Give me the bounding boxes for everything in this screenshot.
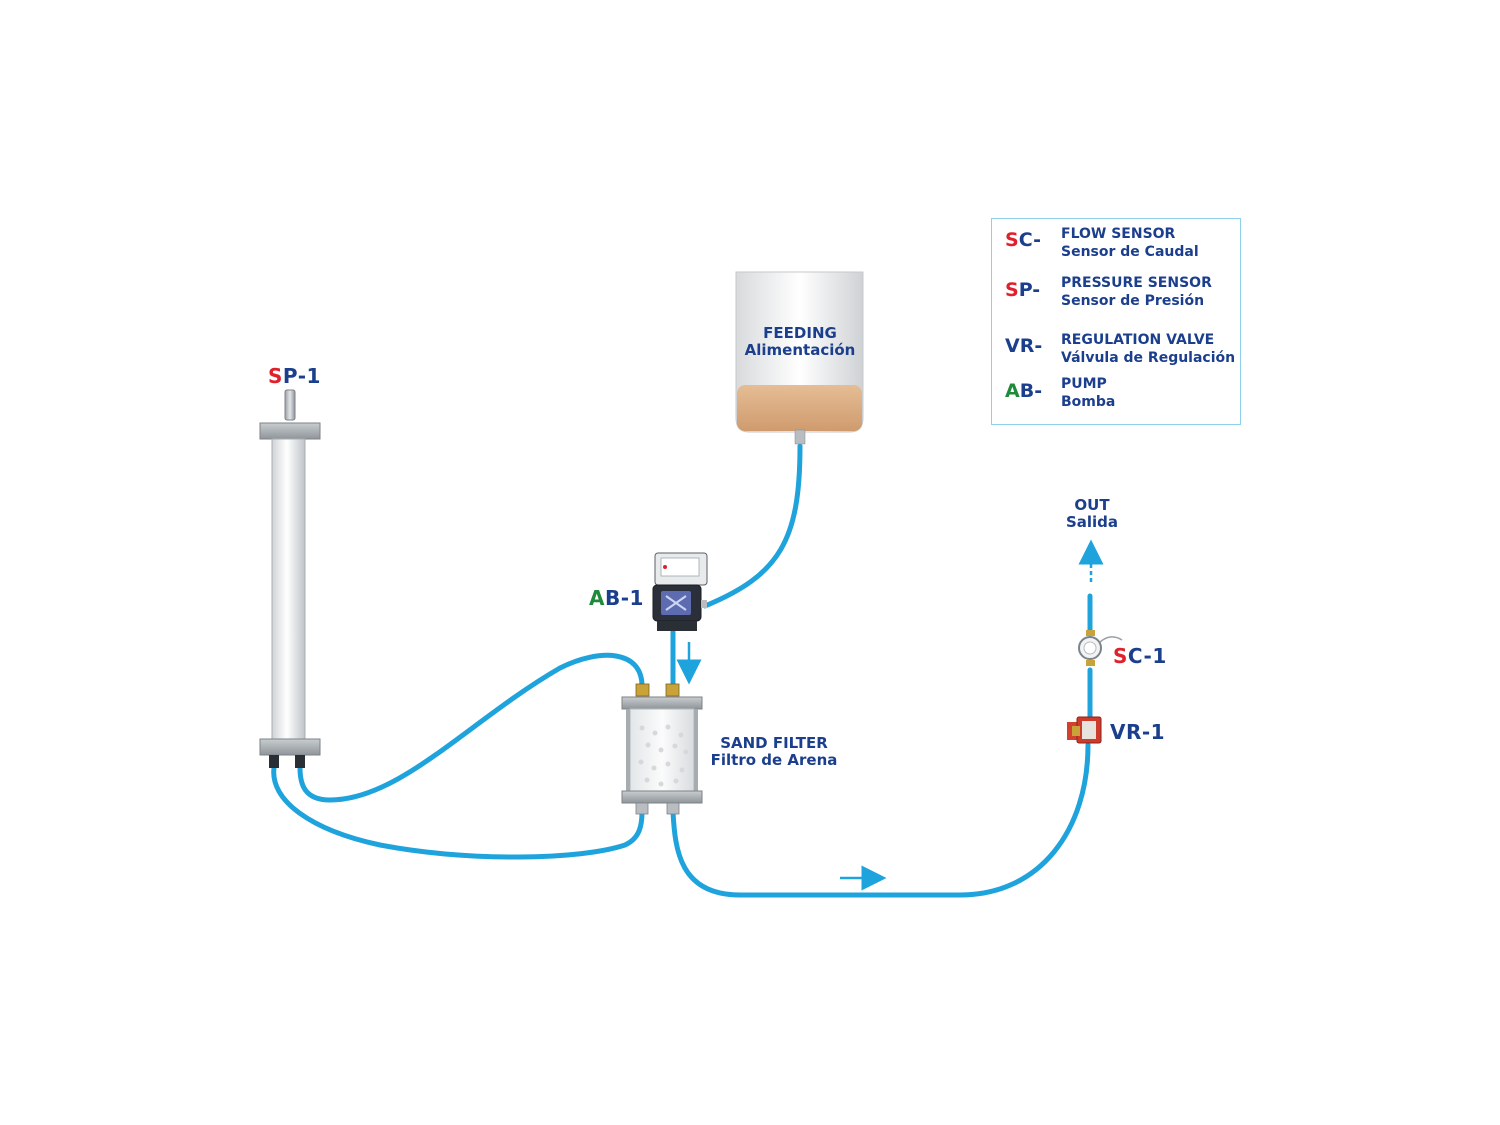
label-feeding-line1: FEEDING	[763, 324, 837, 342]
pipe-filter-to-column-upper	[297, 652, 645, 803]
legend-text-3-line2: Bomba	[1061, 393, 1116, 410]
pipe-filter-to-valve	[670, 742, 1091, 898]
column-tube	[271, 438, 306, 740]
pipes	[271, 443, 1093, 898]
label-sc1: SC-1	[1113, 645, 1167, 668]
column-top-flange	[259, 422, 321, 440]
legend-text-2-line1: REGULATION VALVE	[1061, 332, 1215, 348]
label-sc1-rest: C-1	[1127, 644, 1167, 668]
column-bottom-flange	[259, 738, 321, 756]
label-out-line1: OUT	[1074, 496, 1110, 514]
legend-code-3-prefix: A	[1005, 380, 1020, 402]
legend-text-2: REGULATION VALVE Válvula de Regulación	[1061, 332, 1235, 367]
pump-ab1	[652, 552, 708, 631]
legend-code-0-rest: C-	[1018, 229, 1041, 251]
label-sand-filter: SAND FILTER Filtro de Arena	[706, 734, 842, 770]
legend-text-3: PUMP Bomba	[1061, 376, 1115, 411]
feed-tank-liquid	[737, 385, 862, 431]
filter-outlet-right	[666, 802, 680, 815]
label-sc1-prefix: S	[1113, 644, 1128, 668]
sand-particles	[638, 724, 689, 787]
legend-code-3: AB-	[1005, 380, 1042, 402]
legend-code-0: SC-	[1005, 229, 1041, 251]
label-out-line2: Salida	[1065, 513, 1119, 532]
label-ab1: AB-1	[589, 587, 644, 610]
legend-text-3-line1: PUMP	[1061, 376, 1107, 392]
label-feeding-line2: Alimentación	[744, 341, 856, 360]
filter-top-plate	[621, 696, 703, 710]
legend-text-0-line1: FLOW SENSOR	[1061, 226, 1176, 242]
legend-text-1-line1: PRESSURE SENSOR	[1061, 275, 1212, 291]
legend-text-1-line2: Sensor de Presión	[1061, 292, 1205, 309]
column-fitting-left	[269, 755, 279, 768]
legend-text-0: FLOW SENSOR Sensor de Caudal	[1061, 226, 1199, 261]
filter-outlet-left	[635, 802, 649, 815]
legend-code-2-rest: VR-	[1005, 335, 1043, 357]
feed-tank	[735, 271, 864, 445]
legend-code-0-prefix: S	[1005, 229, 1019, 251]
legend-text-2-line2: Válvula de Regulación	[1061, 349, 1236, 366]
filter-inlet-right	[665, 683, 680, 697]
label-feeding: FEEDING Alimentación	[736, 324, 864, 360]
legend-code-1-rest: P-	[1018, 279, 1041, 301]
regulation-valve-vr1	[1067, 716, 1102, 744]
pipe-feed-to-pump	[702, 443, 803, 609]
pressure-sensor-sp1-icon	[284, 389, 296, 421]
legend-box: SC- FLOW SENSOR Sensor de Caudal SP- PRE…	[991, 218, 1241, 425]
label-sp1: SP-1	[268, 365, 321, 388]
label-sp1-prefix: S	[268, 364, 283, 388]
sand-filter	[621, 683, 703, 815]
legend-code-3-rest: B-	[1019, 380, 1043, 402]
legend-text-1: PRESSURE SENSOR Sensor de Presión	[1061, 275, 1212, 310]
label-out: OUT Salida	[1052, 496, 1132, 532]
filter-column	[259, 389, 321, 768]
column-fitting-right	[295, 755, 305, 768]
label-sand-filter-line2: Filtro de Arena	[710, 751, 838, 770]
label-ab1-prefix: A	[589, 586, 605, 610]
legend-code-1: SP-	[1005, 279, 1040, 301]
label-sp1-rest: P-1	[282, 364, 321, 388]
legend-code-1-prefix: S	[1005, 279, 1019, 301]
filter-bottom-plate	[621, 790, 703, 804]
flow-sensor-sc1	[1078, 630, 1123, 666]
pipe-column-to-filter-lower	[271, 765, 645, 860]
legend-code-2: VR-	[1005, 335, 1042, 357]
label-vr1: VR-1	[1110, 720, 1166, 744]
label-ab1-rest: B-1	[604, 586, 644, 610]
label-sand-filter-line1: SAND FILTER	[720, 734, 828, 752]
flow-arrows	[676, 539, 1104, 891]
feed-tank-outlet	[794, 429, 806, 445]
filter-inlet-left	[635, 683, 650, 697]
legend-text-0-line2: Sensor de Caudal	[1061, 243, 1199, 260]
